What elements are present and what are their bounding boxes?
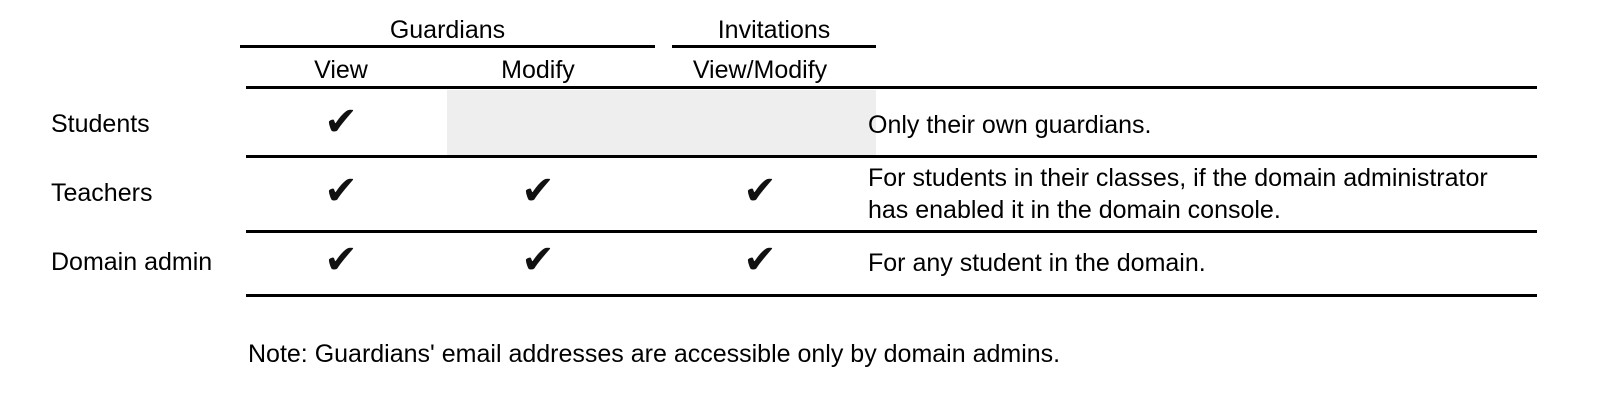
cell-students-notes: Only their own guardians. — [868, 111, 1152, 139]
cell-domain-admin-guardians-modify: ✔ — [521, 237, 555, 283]
group-rule-invitations — [672, 45, 876, 48]
disabled-cell-shading — [447, 90, 876, 156]
row-label-domain-admin: Domain admin — [51, 248, 213, 276]
cell-students-guardians-view: ✔ — [324, 99, 358, 145]
header-bottom-rule — [246, 86, 1537, 89]
column-header-view-modify: View/Modify — [692, 56, 828, 84]
group-rule-guardians — [240, 45, 655, 48]
table-bottom-rule — [246, 294, 1537, 297]
cell-teachers-guardians-view: ✔ — [324, 168, 358, 214]
cell-domain-admin-notes: For any student in the domain. — [868, 249, 1206, 277]
cell-teachers-notes-line-2: has enabled it in the domain console. — [868, 196, 1281, 224]
row-rule-after-teachers — [246, 230, 1537, 233]
column-group-header-invitations: Invitations — [717, 16, 831, 44]
cell-teachers-invitations-view-modify: ✔ — [743, 168, 777, 214]
cell-teachers-notes-line-1: For students in their classes, if the do… — [868, 164, 1488, 192]
cell-teachers-guardians-modify: ✔ — [521, 168, 555, 214]
column-group-header-guardians: Guardians — [389, 16, 506, 44]
column-header-view: View — [314, 56, 368, 84]
cell-domain-admin-guardians-view: ✔ — [324, 237, 358, 283]
cell-domain-admin-invitations-view-modify: ✔ — [743, 237, 777, 283]
cell-teachers-notes: For students in their classes, if the do… — [868, 162, 1528, 226]
row-label-students: Students — [51, 110, 150, 138]
row-rule-after-students — [246, 155, 1537, 158]
row-label-teachers: Teachers — [51, 179, 153, 207]
column-header-modify: Modify — [501, 56, 575, 84]
table-footnote: Note: Guardians' email addresses are acc… — [248, 340, 1061, 368]
